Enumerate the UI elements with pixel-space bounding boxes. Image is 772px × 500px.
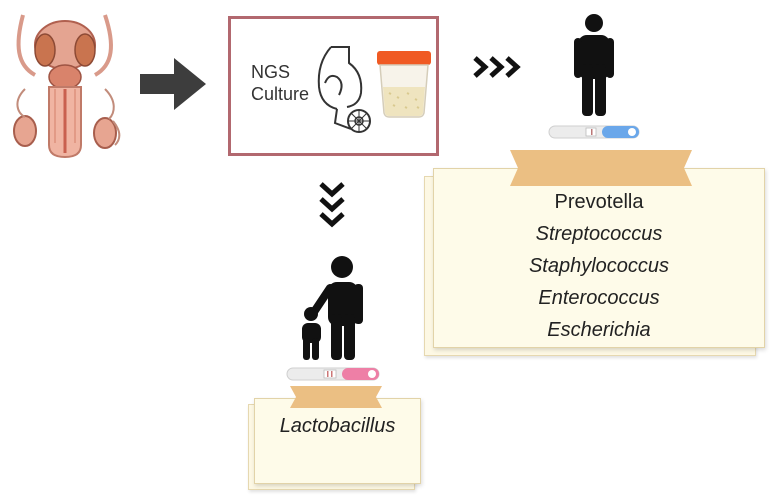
right-arrow-icon	[140, 58, 206, 110]
bottom-note: Lactobacillus	[254, 398, 421, 484]
taxon-lactobacillus: Lactobacillus	[279, 415, 396, 437]
male-anatomy-icon	[13, 14, 121, 159]
taxon-prevotella: Prevotella	[554, 191, 644, 213]
right-tape	[510, 150, 692, 186]
pregnancy-test-icon-bottom	[286, 367, 380, 381]
taxon-enterococcus: Enterococcus	[538, 287, 660, 309]
sample-cup-icon	[377, 51, 431, 118]
man-icon	[574, 14, 614, 116]
taxon-staphylococcus: Staphylococcus	[528, 255, 670, 277]
box-label-culture: Culture	[251, 84, 310, 104]
semen-collection-icon	[317, 46, 371, 133]
father-child-icon	[302, 256, 363, 360]
pregnancy-test-icon	[548, 125, 640, 139]
bottom-tape	[290, 386, 382, 408]
ngs-culture-box: NGS Culture	[228, 16, 439, 156]
box-label-ngs: NGS	[251, 62, 291, 82]
right-note: Prevotella Streptococcus Staphylococcus …	[433, 168, 765, 348]
triple-chevron-down-icon	[319, 182, 345, 228]
taxon-escherichia: Escherichia	[547, 319, 651, 341]
triple-chevron-right-icon	[473, 56, 521, 78]
taxon-streptococcus: Streptococcus	[535, 223, 663, 245]
